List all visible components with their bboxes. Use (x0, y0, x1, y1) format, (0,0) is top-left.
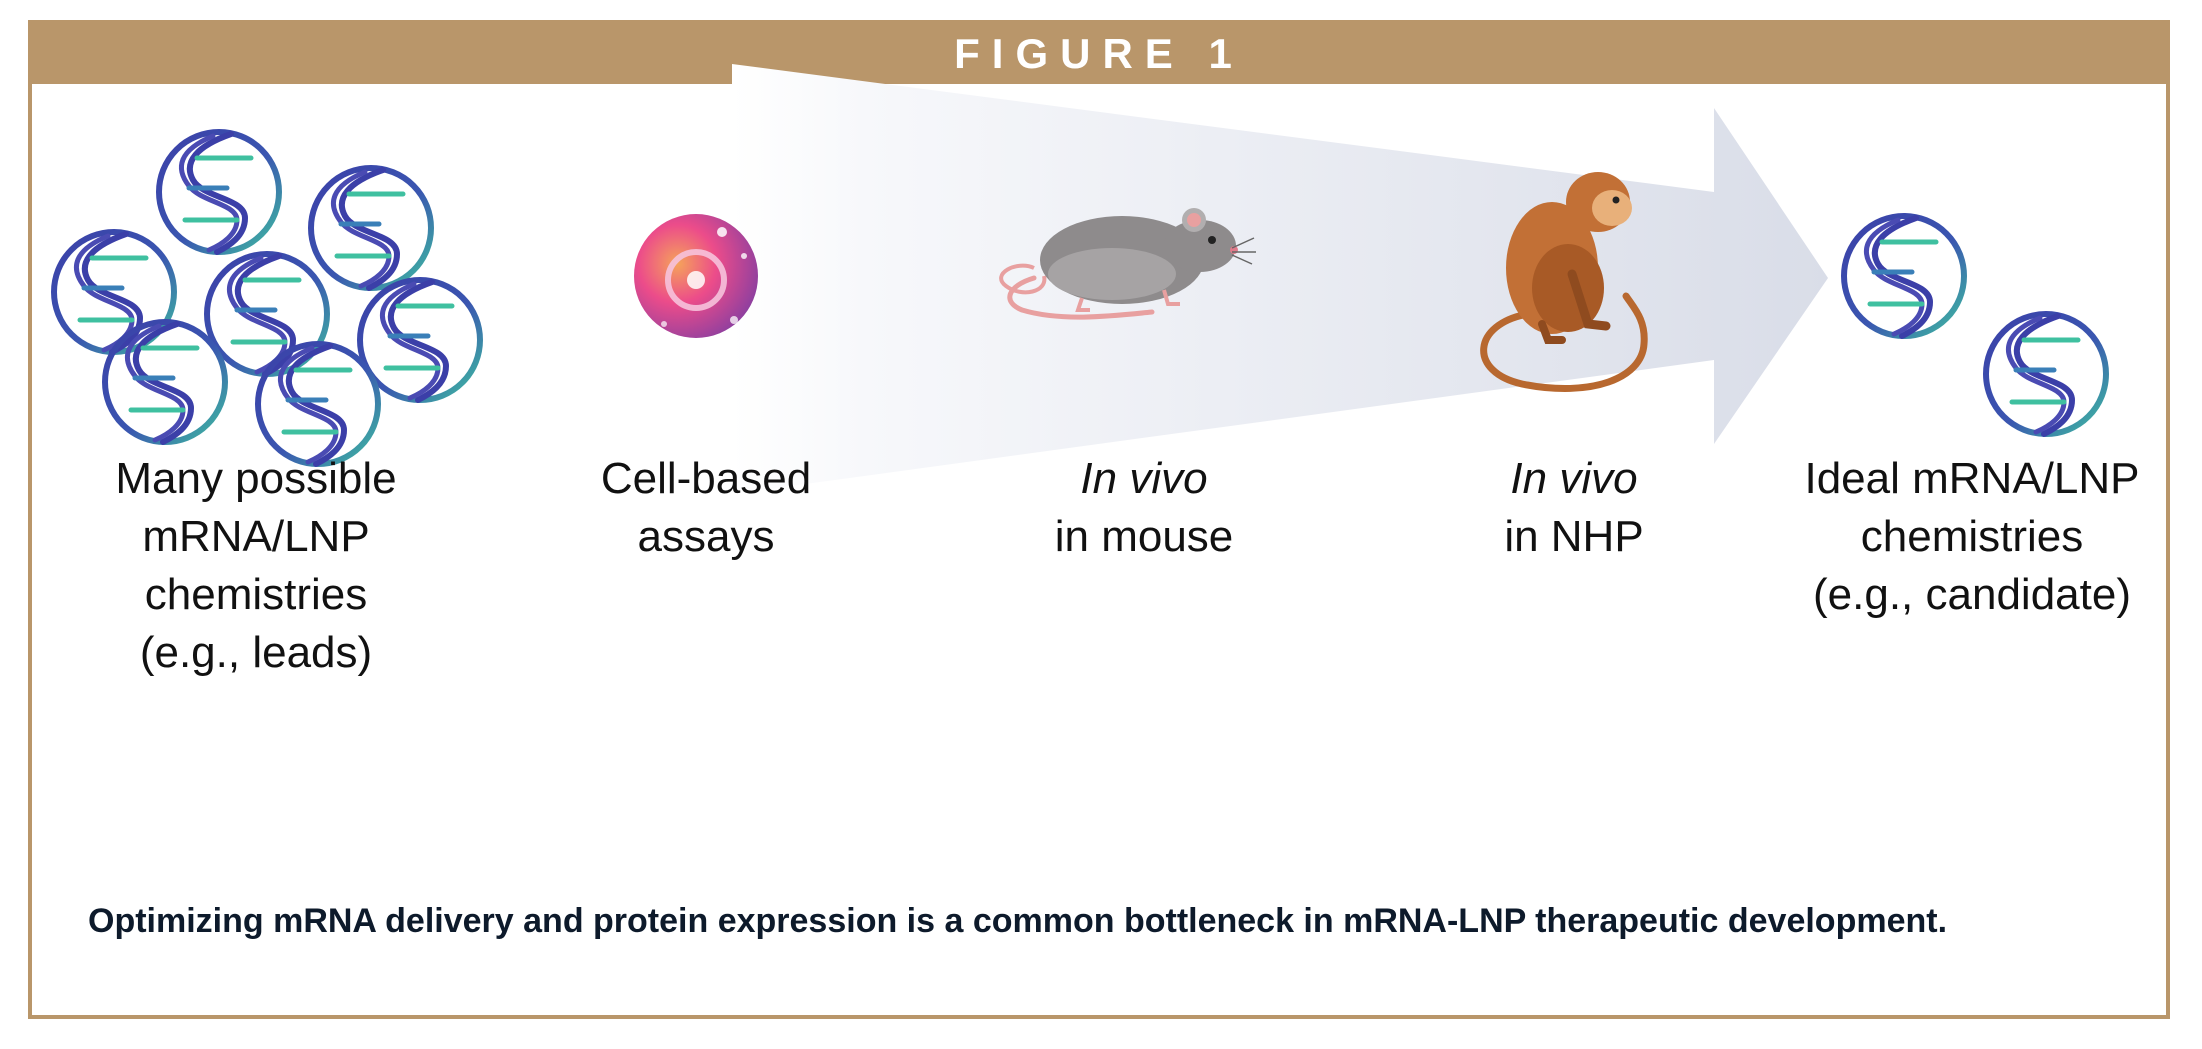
label-line: in mouse (1054, 512, 1234, 561)
figure-title: FIGURE 1 (954, 30, 1244, 77)
label-line: (e.g., leads) (139, 628, 373, 677)
cell-icon (634, 214, 758, 338)
monkey-icon (1480, 172, 1648, 393)
label-line: in NHP (1504, 512, 1644, 561)
label-line: Many possible (115, 454, 397, 503)
stage-label-cell: Cell-based assays (536, 450, 876, 566)
label-line: chemistries (144, 570, 368, 619)
label-line: In vivo (1510, 454, 1638, 503)
progression-arrow (732, 64, 1828, 494)
label-line: mRNA/LNP (142, 512, 370, 561)
stage-label-ideal: Ideal mRNA/LNP chemistries (e.g., candid… (1782, 450, 2162, 624)
figure-frame: FIGURE 1 (28, 20, 2170, 1019)
label-line: Cell-based (600, 454, 812, 503)
stage-label-nhp: In vivo in NHP (1404, 450, 1744, 566)
label-line: In vivo (1080, 454, 1208, 503)
diagram-canvas (32, 64, 2170, 494)
stage-label-leads: Many possible mRNA/LNP chemistries (e.g.… (66, 450, 446, 682)
stage-label-mouse: In vivo in mouse (974, 450, 1314, 566)
figure-caption: Optimizing mRNA delivery and protein exp… (88, 902, 1948, 940)
label-line: assays (637, 512, 775, 561)
molecule-pair-icon (1844, 216, 2106, 434)
molecule-cluster-icon (54, 132, 480, 464)
figure-header: FIGURE 1 (32, 24, 2166, 84)
label-line: (e.g., candidate) (1813, 570, 2131, 619)
mouse-icon (999, 208, 1256, 320)
label-line: chemistries (1860, 512, 2084, 561)
label-line: Ideal mRNA/LNP (1804, 454, 2140, 503)
